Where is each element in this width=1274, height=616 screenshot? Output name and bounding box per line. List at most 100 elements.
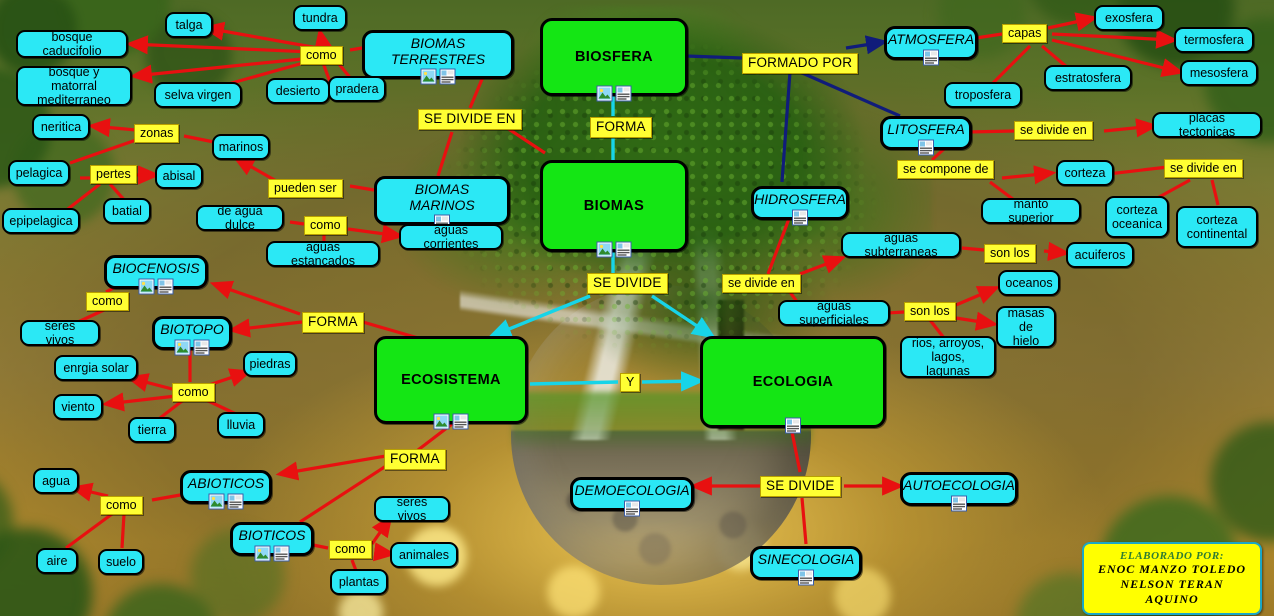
- link-label-forma-biosfera[interactable]: FORMA: [590, 117, 652, 138]
- note-icon[interactable]: [193, 339, 210, 356]
- node-hidrosfera[interactable]: HIDROSFERA: [751, 186, 849, 226]
- node-desierto[interactable]: desierto: [266, 78, 330, 104]
- node-aguas-estancados[interactable]: aguas estancados: [266, 240, 380, 268]
- node-plantas[interactable]: plantas: [330, 569, 388, 595]
- image-icon[interactable]: [420, 68, 437, 85]
- node-attachments[interactable]: [433, 413, 469, 430]
- note-icon[interactable]: [923, 49, 939, 66]
- link-label-se-divide-en-biomas[interactable]: SE DIVIDE EN: [418, 109, 522, 130]
- node-biosfera[interactable]: BIOSFERA: [540, 18, 688, 102]
- node-manto-superior[interactable]: manto superior: [981, 197, 1081, 225]
- link-label-como-agua-dulce[interactable]: como: [304, 216, 347, 236]
- node-attachments[interactable]: [596, 85, 632, 102]
- node-attachments[interactable]: [138, 278, 174, 295]
- node-attachments[interactable]: [918, 139, 934, 156]
- node-agua[interactable]: agua: [33, 468, 79, 494]
- node-masas-de-hielo[interactable]: masas de hielo: [996, 306, 1056, 348]
- link-label-se-divide-en-litosfera[interactable]: se divide en: [1014, 121, 1093, 141]
- node-tierra[interactable]: tierra: [128, 417, 176, 443]
- node-estratosfera[interactable]: estratosfera: [1044, 65, 1132, 91]
- node-biocenosis[interactable]: BIOCENOSIS: [104, 255, 208, 295]
- node-litosfera[interactable]: LITOSFERA: [880, 116, 972, 156]
- node-animales[interactable]: animales: [390, 542, 458, 568]
- node-abioticos[interactable]: ABIOTICOS: [180, 470, 272, 510]
- node-marinos[interactable]: marinos: [212, 134, 270, 160]
- node-neritica[interactable]: neritica: [32, 114, 90, 140]
- node-attachments[interactable]: [798, 569, 814, 586]
- node-atmosfera[interactable]: ATMOSFERA: [884, 26, 978, 66]
- link-label-capas[interactable]: capas: [1002, 24, 1048, 44]
- node-biomas-terrestres[interactable]: BIOMAS TERRESTRES: [362, 30, 514, 85]
- node-biomas-marinos[interactable]: BIOMAS MARINOS: [374, 176, 510, 231]
- node-seres-vivos-2[interactable]: seres vivos: [374, 495, 450, 523]
- node-biotopo[interactable]: BIOTOPO: [152, 316, 232, 356]
- note-icon[interactable]: [785, 417, 801, 434]
- node-suelo[interactable]: suelo: [98, 549, 144, 575]
- link-label-pertes[interactable]: pertes: [90, 165, 137, 185]
- node-attachments[interactable]: [596, 241, 632, 258]
- note-icon[interactable]: [798, 569, 814, 586]
- node-attachments[interactable]: [174, 339, 210, 356]
- node-oceanos[interactable]: oceanos: [998, 270, 1060, 296]
- link-label-como-bioticos[interactable]: como: [329, 540, 372, 560]
- note-icon[interactable]: [624, 500, 640, 517]
- node-attachments[interactable]: [785, 417, 801, 434]
- image-icon[interactable]: [174, 339, 191, 356]
- node-placas-tectonicas[interactable]: placas tectonicas: [1152, 111, 1262, 139]
- node-corteza[interactable]: corteza: [1056, 160, 1114, 186]
- link-label-formado-por[interactable]: FORMADO POR: [742, 53, 859, 74]
- node-attachments[interactable]: [923, 49, 939, 66]
- link-label-zonas[interactable]: zonas: [134, 124, 180, 144]
- node-autoecologia[interactable]: AUTOECOLOGIA: [900, 472, 1018, 512]
- node-attachments[interactable]: [792, 209, 808, 226]
- link-label-y[interactable]: Y: [620, 373, 641, 393]
- node-bioticos[interactable]: BIOTICOS: [230, 522, 314, 562]
- node-tundra[interactable]: tundra: [293, 5, 347, 31]
- link-label-se-divide-en-corteza[interactable]: se divide en: [1164, 159, 1243, 179]
- node-viento[interactable]: viento: [53, 394, 103, 420]
- node-aguas-superficiales[interactable]: aguas superficiales: [778, 299, 890, 327]
- note-icon[interactable]: [918, 139, 934, 156]
- note-icon[interactable]: [452, 413, 469, 430]
- image-icon[interactable]: [138, 278, 155, 295]
- node-lluvia[interactable]: lluvia: [217, 412, 265, 438]
- note-icon[interactable]: [615, 241, 632, 258]
- node-de-agua-dulce[interactable]: de agua dulce: [196, 204, 284, 232]
- node-rios-arroyos-lagos-lagunas[interactable]: rios, arroyos, lagos, lagunas: [900, 336, 996, 378]
- node-demoecologia[interactable]: DEMOECOLOGIA: [570, 477, 694, 517]
- image-icon[interactable]: [208, 493, 225, 510]
- node-ecologia[interactable]: ECOLOGIA: [700, 336, 886, 434]
- note-icon[interactable]: [227, 493, 244, 510]
- node-attachments[interactable]: [208, 493, 244, 510]
- node-exosfera[interactable]: exosfera: [1094, 5, 1164, 31]
- node-enrgia-solar[interactable]: enrgia solar: [54, 355, 138, 381]
- node-aguas-subterraneas[interactable]: aguas subterraneas: [841, 231, 961, 259]
- link-label-se-divide-biomas[interactable]: SE DIVIDE: [587, 273, 668, 294]
- node-bosque-caducifolio[interactable]: bosque caducifolio: [16, 30, 128, 58]
- node-selva-virgen[interactable]: selva virgen: [154, 82, 242, 108]
- image-icon[interactable]: [433, 413, 450, 430]
- note-icon[interactable]: [273, 545, 290, 562]
- link-label-como-biotopo[interactable]: como: [172, 383, 215, 403]
- node-attachments[interactable]: [624, 500, 640, 517]
- node-attachments[interactable]: [951, 495, 967, 512]
- link-label-forma-ecosistema-1[interactable]: FORMA: [302, 312, 364, 333]
- node-ecosistema[interactable]: ECOSISTEMA: [374, 336, 528, 430]
- node-attachments[interactable]: [420, 68, 456, 85]
- node-piedras[interactable]: piedras: [243, 351, 297, 377]
- node-bosque-matorral-mediterraneo[interactable]: bosque y matorral mediterraneo: [16, 65, 132, 107]
- link-label-son-los-oceanos[interactable]: son los: [904, 302, 956, 322]
- node-acuiferos[interactable]: acuiferos: [1066, 242, 1134, 268]
- link-label-se-compone-de[interactable]: se compone de: [897, 160, 995, 180]
- link-label-forma-ecosistema-2[interactable]: FORMA: [384, 449, 446, 470]
- node-abisal[interactable]: abisal: [155, 163, 203, 189]
- node-pradera[interactable]: pradera: [328, 76, 386, 102]
- note-icon[interactable]: [615, 85, 632, 102]
- link-label-se-divide-ecologia[interactable]: SE DIVIDE: [760, 476, 841, 497]
- node-aire[interactable]: aire: [36, 548, 78, 574]
- node-corteza-oceanica[interactable]: corteza oceanica: [1105, 196, 1169, 238]
- link-label-como-terrestres[interactable]: como: [300, 46, 343, 66]
- image-icon[interactable]: [596, 85, 613, 102]
- link-label-son-los-acuiferos[interactable]: son los: [984, 244, 1036, 264]
- link-label-pueden-ser[interactable]: pueden ser: [268, 179, 343, 199]
